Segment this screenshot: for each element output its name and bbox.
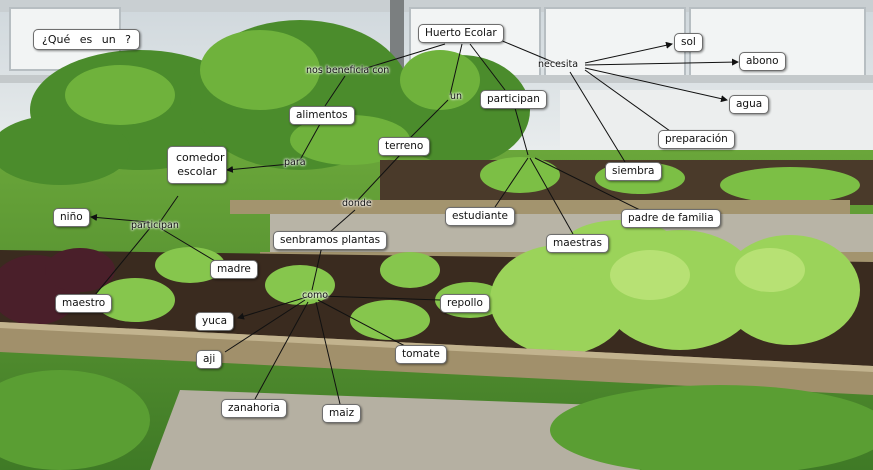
concept-abono: abono bbox=[739, 52, 786, 71]
concept-zanahoria: zanahoria bbox=[221, 399, 287, 418]
concept-huerto-escolar: Huerto Ecolar bbox=[418, 24, 504, 43]
concept-sol: sol bbox=[674, 33, 703, 52]
concept-sembramos-plantas: senbramos plantas bbox=[273, 231, 387, 250]
concept-maestras: maestras bbox=[546, 234, 609, 253]
link-necesita: necesita bbox=[538, 59, 578, 70]
concept-aji: aji bbox=[196, 350, 222, 369]
concept-preparacion: preparación bbox=[658, 130, 735, 149]
link-un: un bbox=[450, 91, 462, 102]
concept-comedor-escolar: comedor escolar bbox=[167, 146, 227, 184]
link-donde: donde bbox=[342, 198, 372, 209]
link-como: como bbox=[302, 290, 328, 301]
link-nos-beneficia-con: nos beneficia con bbox=[306, 65, 389, 76]
concept-participan: participan bbox=[480, 90, 547, 109]
concept-alimentos: alimentos bbox=[289, 106, 355, 125]
concept-agua: agua bbox=[729, 95, 769, 114]
concept-maiz: maiz bbox=[322, 404, 361, 423]
concept-terreno: terreno bbox=[378, 137, 430, 156]
concept-maestro: maestro bbox=[55, 294, 112, 313]
concept-padre-de-familia: padre de familia bbox=[621, 209, 721, 228]
concept-madre: madre bbox=[210, 260, 258, 279]
question-node: ¿Qué es un ? bbox=[33, 29, 140, 50]
concept-repollo: repollo bbox=[440, 294, 490, 313]
concept-estudiante: estudiante bbox=[445, 207, 515, 226]
concept-nino: niño bbox=[53, 208, 90, 227]
link-participan-small: participan bbox=[131, 220, 179, 231]
concept-tomate: tomate bbox=[395, 345, 447, 364]
link-para: para bbox=[284, 157, 306, 168]
concept-siembra: siembra bbox=[605, 162, 662, 181]
concept-yuca: yuca bbox=[195, 312, 234, 331]
